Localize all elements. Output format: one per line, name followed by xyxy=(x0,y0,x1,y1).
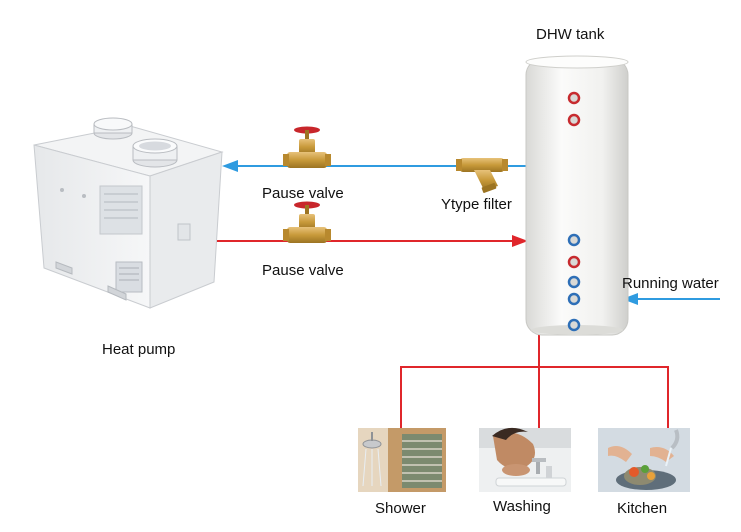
gate-valve-icon xyxy=(283,201,331,243)
heat-pump-label: Heat pump xyxy=(102,341,176,358)
heat-pump-unit-icon xyxy=(33,117,224,309)
filter-label: Ytype filter xyxy=(441,196,512,213)
gate-valve-icon xyxy=(283,126,331,168)
pause-valve-bottom-label: Pause valve xyxy=(262,262,344,279)
distribution-pipe xyxy=(400,332,540,428)
y-strainer-icon xyxy=(456,158,508,193)
running-water-label: Running water xyxy=(622,275,719,292)
cold-return-arrowhead xyxy=(222,160,238,172)
distribution-branch-kitchen xyxy=(539,366,669,428)
shower-photo xyxy=(358,428,446,492)
hot-supply-arrowhead xyxy=(512,235,528,247)
water-tank-icon xyxy=(525,55,629,336)
tank-label: DHW tank xyxy=(536,26,605,43)
running-water-arrowhead xyxy=(622,293,638,305)
washing-label: Washing xyxy=(493,498,551,515)
kitchen-label: Kitchen xyxy=(617,500,668,517)
face-washing-photo xyxy=(479,427,571,492)
pause-valve-top-label: Pause valve xyxy=(262,185,344,202)
kitchen-sink-photo xyxy=(598,428,690,492)
shower-label: Shower xyxy=(375,500,426,517)
